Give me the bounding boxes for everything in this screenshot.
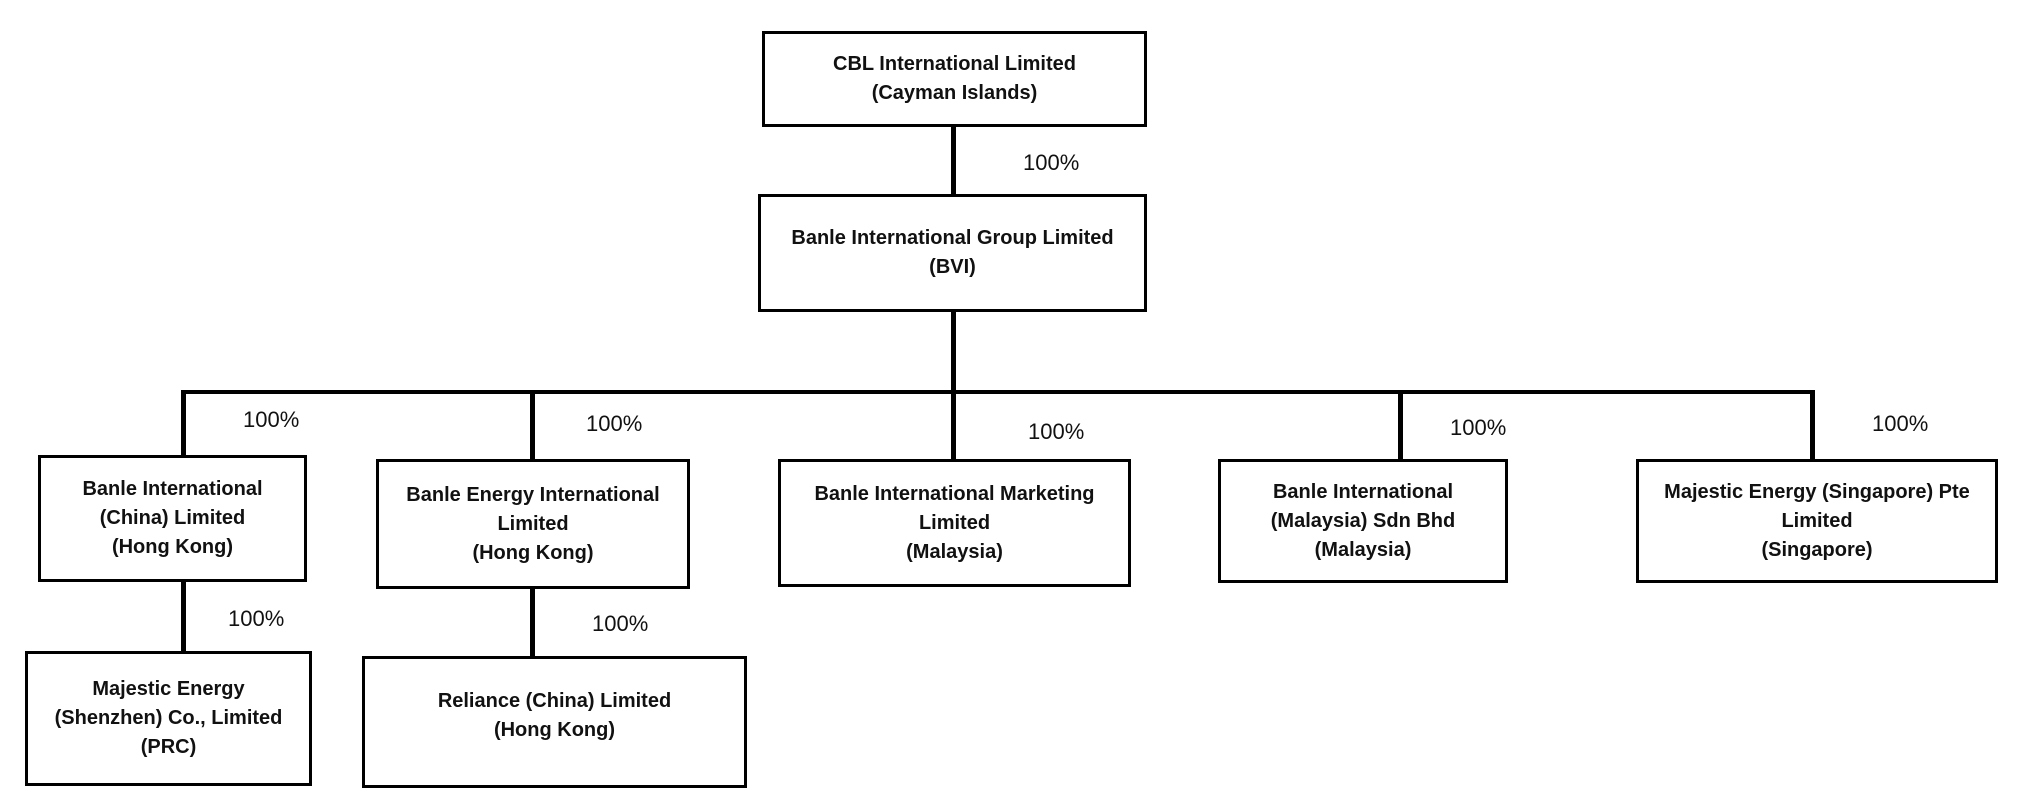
ownership-label-shenzhen: 100% <box>228 606 285 631</box>
node-majestic-energy-singapore: Majestic Energy (Singapore) Pte Limited … <box>1636 459 1998 583</box>
company-jurisdiction: (PRC) <box>140 736 197 758</box>
connector-energy-reliance <box>530 588 535 657</box>
company-name: Banle Energy International <box>406 483 660 506</box>
company-name: Majestic Energy (Singapore) Pte <box>1664 480 1970 503</box>
company-name: CBL International Limited <box>833 53 1076 75</box>
company-jurisdiction: (Malaysia) <box>906 540 1003 563</box>
company-jurisdiction: (Hong Kong) <box>111 536 234 558</box>
ownership-label-reliance: 100% <box>592 611 649 636</box>
connector-bvi-bus <box>951 311 956 392</box>
ownership-label-china: 100% <box>243 407 300 432</box>
company-name: Banle International <box>82 478 263 500</box>
bus-line <box>181 390 1815 394</box>
company-name: Banle International <box>1272 480 1454 503</box>
connector-root-bvi <box>951 126 956 195</box>
node-banle-international-marketing: Banle International Marketing Limited (M… <box>778 459 1131 587</box>
company-name: Banle International Group Limited <box>791 227 1114 249</box>
company-jurisdiction: (Hong Kong) <box>493 719 616 741</box>
company-name-cont: Limited <box>497 512 569 535</box>
drop-singapore <box>1810 390 1815 460</box>
drop-marketing <box>951 390 956 460</box>
company-name-cont: (Shenzhen) Co., Limited <box>54 707 283 729</box>
company-name-cont: Limited <box>1781 509 1853 532</box>
drop-malaysia <box>1398 390 1403 460</box>
node-cbl-international-limited: CBL International Limited (Cayman Island… <box>762 31 1147 127</box>
company-name: Banle International Marketing <box>814 482 1095 505</box>
node-banle-energy-international: Banle Energy International Limited (Hong… <box>376 459 690 589</box>
node-banle-international-china: Banle International (China) Limited (Hon… <box>38 455 307 582</box>
node-reliance-china: Reliance (China) Limited (Hong Kong) <box>362 656 747 788</box>
drop-china <box>181 390 186 456</box>
company-name: Majestic Energy <box>92 678 245 700</box>
drop-energy <box>530 390 535 460</box>
company-jurisdiction: (BVI) <box>929 256 976 278</box>
node-majestic-energy-shenzhen: Majestic Energy (Shenzhen) Co., Limited … <box>25 651 312 786</box>
company-name-cont: Limited <box>918 511 991 534</box>
ownership-label-energy: 100% <box>586 411 643 436</box>
company-jurisdiction: (Cayman Islands) <box>871 82 1038 104</box>
node-banle-international-malaysia: Banle International (Malaysia) Sdn Bhd (… <box>1218 459 1508 583</box>
ownership-label-singapore: 100% <box>1872 411 1929 436</box>
ownership-label-root-bvi: 100% <box>1023 150 1080 175</box>
ownership-label-marketing: 100% <box>1028 419 1085 444</box>
company-jurisdiction: (Singapore) <box>1761 538 1873 561</box>
company-name-cont: (Malaysia) Sdn Bhd <box>1270 509 1456 532</box>
company-jurisdiction: (Hong Kong) <box>472 541 594 564</box>
node-banle-international-group: Banle International Group Limited (BVI) <box>758 194 1147 312</box>
ownership-label-malaysia: 100% <box>1450 415 1507 440</box>
company-jurisdiction: (Malaysia) <box>1314 538 1412 561</box>
company-name: Reliance (China) Limited <box>437 690 672 712</box>
connector-china-shenzhen <box>181 581 186 652</box>
company-name-cont: (China) Limited <box>99 507 246 529</box>
